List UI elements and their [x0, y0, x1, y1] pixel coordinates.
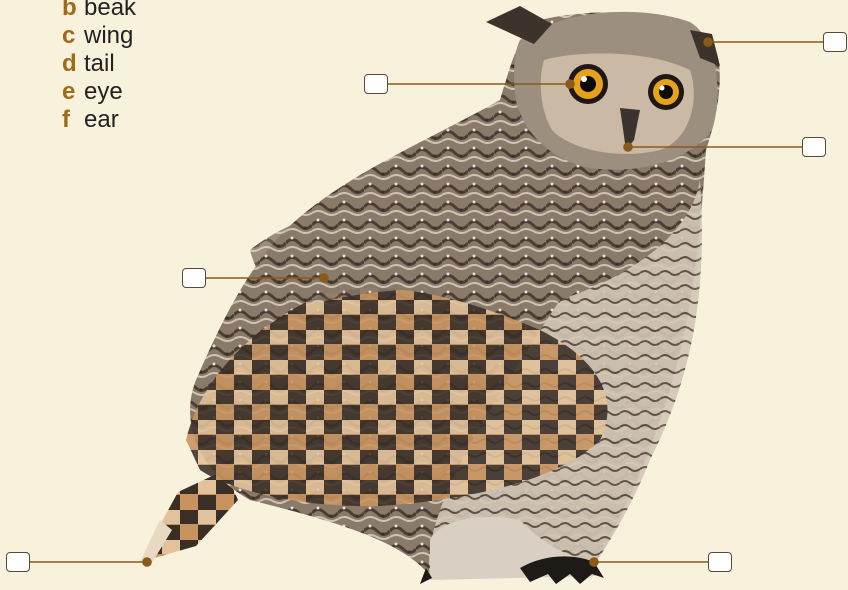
beak-answer-box[interactable] — [802, 137, 826, 157]
tail-answer-box[interactable] — [6, 552, 30, 572]
ear-answer-box[interactable] — [823, 32, 847, 52]
foot-answer-box[interactable] — [708, 552, 732, 572]
wing-answer-box[interactable] — [182, 268, 206, 288]
eye-answer-box[interactable] — [364, 74, 388, 94]
